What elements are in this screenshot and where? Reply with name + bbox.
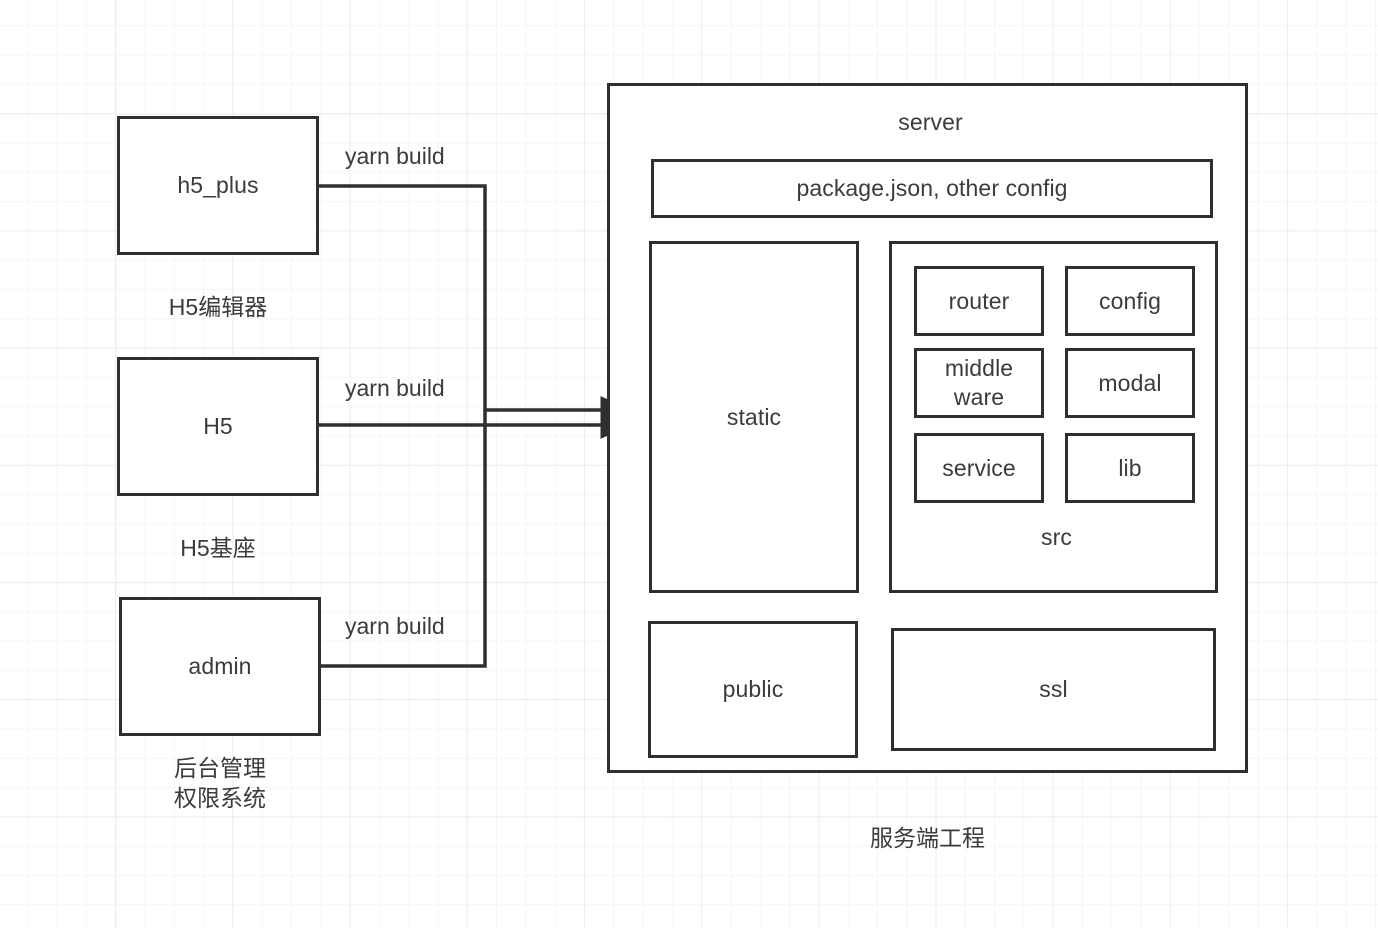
server-static-label: static: [726, 403, 782, 430]
server-title: server: [898, 109, 963, 135]
edge-label-h5_plus: yarn build: [345, 143, 445, 169]
server-public-box[interactable]: public: [648, 621, 858, 758]
src-item-label-lib: lib: [1118, 454, 1142, 481]
server-config-box[interactable]: package.json, other config: [651, 159, 1213, 218]
server-static-box[interactable]: static: [649, 241, 859, 593]
src-item-label-config: config: [1099, 287, 1161, 314]
server-src-group[interactable]: router config middle ware modal service …: [889, 241, 1218, 593]
source-label-admin: admin: [188, 653, 252, 680]
src-item-middleware[interactable]: middle ware: [914, 348, 1044, 418]
src-item-label-service: service: [942, 454, 1016, 481]
source-box-h5_plus[interactable]: h5_plus: [117, 116, 319, 255]
source-caption-h5: H5基座: [180, 535, 256, 561]
src-group-label: src: [1041, 524, 1072, 550]
source-box-h5[interactable]: H5: [117, 357, 319, 496]
server-public-label: public: [722, 676, 784, 703]
server-config-label: package.json, other config: [796, 175, 1068, 202]
src-item-label-router: router: [948, 287, 1010, 314]
server-container[interactable]: server package.json, other config static…: [607, 83, 1248, 773]
source-box-admin[interactable]: admin: [119, 597, 321, 736]
source-caption-admin: 后台管理 权限系统: [174, 755, 266, 812]
source-label-h5: H5: [203, 413, 233, 440]
edge-label-h5: yarn build: [345, 375, 445, 401]
server-ssl-label: ssl: [1039, 676, 1068, 703]
server-ssl-box[interactable]: ssl: [891, 628, 1216, 751]
src-item-modal[interactable]: modal: [1065, 348, 1195, 418]
src-item-router[interactable]: router: [914, 266, 1044, 336]
source-label-h5_plus: h5_plus: [177, 172, 259, 199]
edge-label-admin: yarn build: [345, 613, 445, 639]
server-caption: 服务端工程: [870, 825, 985, 851]
src-item-config[interactable]: config: [1065, 266, 1195, 336]
src-item-service[interactable]: service: [914, 433, 1044, 503]
src-item-lib[interactable]: lib: [1065, 433, 1195, 503]
src-item-label-modal: modal: [1098, 369, 1162, 396]
source-caption-h5_plus: H5编辑器: [168, 294, 268, 320]
src-item-label-middleware: middle ware: [944, 355, 1014, 410]
